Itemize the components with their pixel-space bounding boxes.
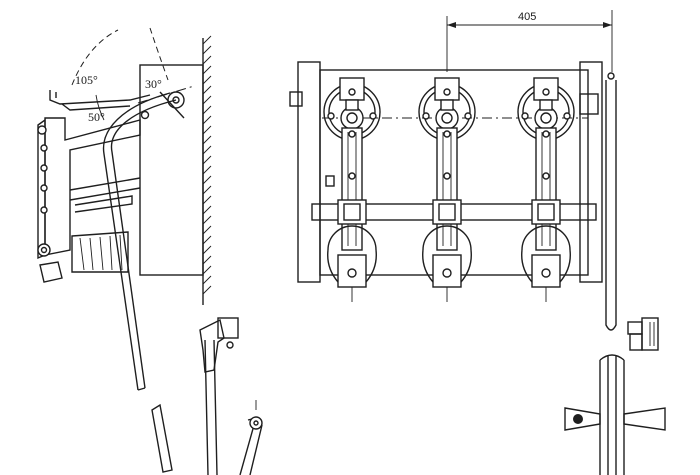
lower-rod-segment bbox=[151, 403, 173, 473]
pole-unit bbox=[323, 77, 381, 302]
angle-arc-30 bbox=[149, 27, 169, 81]
insulator bbox=[71, 231, 129, 273]
angle-label-50: 50° bbox=[88, 110, 105, 124]
base-frame bbox=[297, 61, 321, 283]
front-view: 405 bbox=[289, 10, 666, 475]
pole-unit bbox=[517, 77, 575, 302]
vertical-rod bbox=[599, 72, 625, 475]
mounting-plate bbox=[139, 64, 204, 276]
switch-frame bbox=[44, 117, 141, 256]
operating-rod bbox=[102, 92, 177, 391]
pole-unit bbox=[418, 77, 476, 302]
wall bbox=[202, 35, 212, 305]
dimension-label: 405 bbox=[518, 11, 536, 23]
angle-label-105: 105° bbox=[75, 73, 98, 87]
dimension-405: 405 bbox=[446, 10, 613, 72]
operating-handle bbox=[564, 407, 666, 431]
handle-knob bbox=[573, 414, 583, 424]
side-view: 105° 50° 30° bbox=[37, 27, 263, 475]
interlock-assembly bbox=[627, 317, 659, 351]
angle-label-30: 30° bbox=[145, 77, 162, 91]
lower-handle bbox=[199, 318, 225, 373]
